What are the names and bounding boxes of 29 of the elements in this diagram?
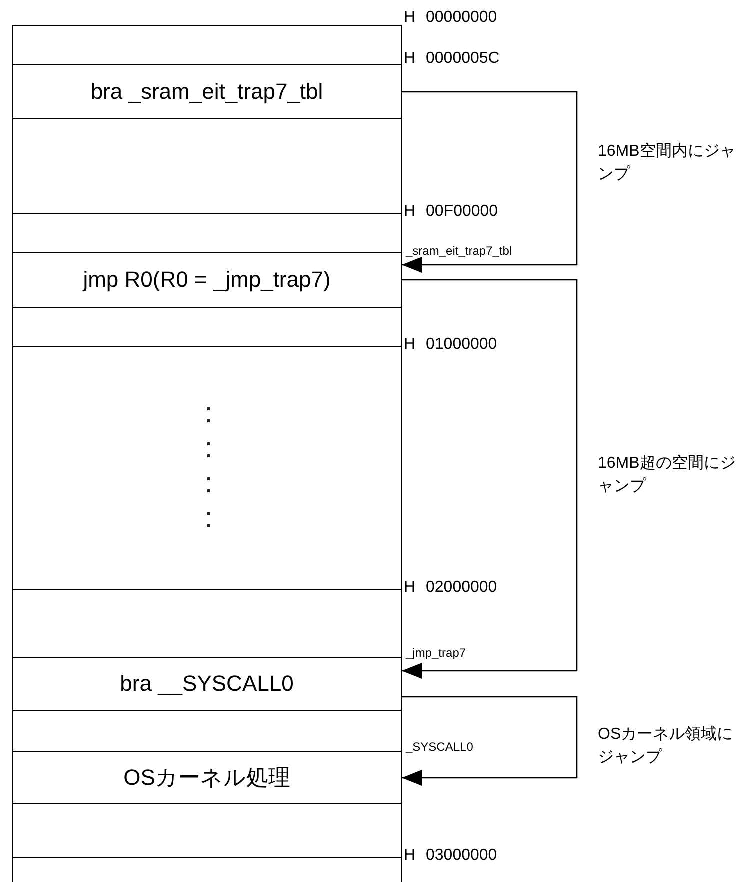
memory-block [12,346,402,590]
memory-block [12,118,402,214]
jump-arrow [402,696,578,786]
jump-arrow [402,91,578,273]
address-label: H 00F00000 [404,203,498,221]
instruction-text: OSカーネル処理 [124,764,290,792]
memory-block [12,307,402,347]
instruction-text: jmp R0(R0 = _jmp_trap7) [83,267,331,293]
memory-block [12,657,402,711]
memory-block [12,64,402,119]
jump-arrow [402,279,578,679]
memory-block [12,589,402,658]
memory-block [12,857,402,882]
memory-block [12,213,402,253]
memory-block [12,252,402,308]
address-label: H 03000000 [404,847,498,865]
symbol-label: _SYSCALL0 [406,740,474,754]
address-label: H 0000005C [404,50,500,68]
address-label: H 02000000 [404,579,498,597]
instruction-text: bra __SYSCALL0 [120,671,294,697]
symbol-label: _sram_eit_trap7_tbl [406,244,512,258]
instruction-text: bra _sram_eit_trap7_tbl [90,78,324,104]
memory-block [12,25,402,65]
address-label: H 01000000 [404,336,498,354]
symbol-label: _jmp_trap7 [406,646,466,660]
memory-block [12,803,402,858]
memory-block [12,710,402,752]
address-label: H 00000000 [404,9,498,27]
memory-block [12,751,402,804]
